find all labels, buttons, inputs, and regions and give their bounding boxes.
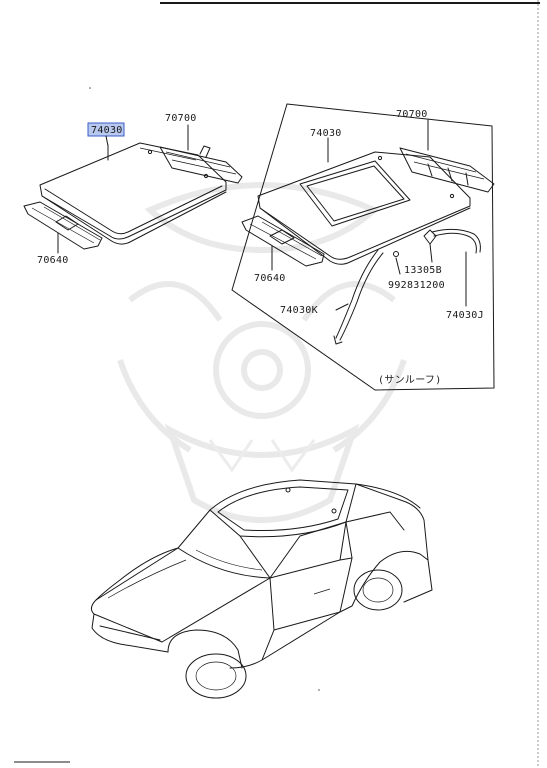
- label-sunroof-note: (サンルーフ): [378, 374, 442, 386]
- label-roof-left: 74030: [91, 125, 123, 136]
- screw-part: [393, 251, 401, 275]
- label-drain-hose-k: 74030K: [280, 305, 318, 316]
- label-clip: 13305B: [404, 265, 442, 276]
- label-front-rail-left: 70640: [37, 255, 69, 266]
- rear-rail-right: [399, 119, 495, 193]
- label-rear-rail-right: 70700: [396, 109, 428, 120]
- watermark-emblem: [117, 182, 407, 523]
- label-screw: 992831200: [388, 280, 445, 291]
- front-rail-right: [241, 215, 325, 271]
- car-illustration: [90, 479, 433, 699]
- drain-hose-j: [431, 228, 481, 307]
- rear-rail-left: [159, 124, 243, 184]
- label-drain-hose-j: 74030J: [446, 310, 484, 321]
- roof-panel-right: [257, 137, 471, 265]
- page-frame: [14, 0, 540, 768]
- speck: [318, 689, 320, 691]
- front-rail-left: [23, 201, 103, 254]
- label-roof-right: 74030: [310, 128, 342, 139]
- label-front-rail-right: 70640: [254, 273, 286, 284]
- clip-part: [423, 229, 437, 263]
- speck: [89, 87, 91, 89]
- label-rear-rail-left: 70700: [165, 113, 197, 124]
- roof-panel-left: [39, 142, 227, 245]
- sunroof-callout-frame: [231, 103, 495, 391]
- drain-hose-k: [333, 249, 384, 345]
- leader-roof-left: [105, 135, 109, 147]
